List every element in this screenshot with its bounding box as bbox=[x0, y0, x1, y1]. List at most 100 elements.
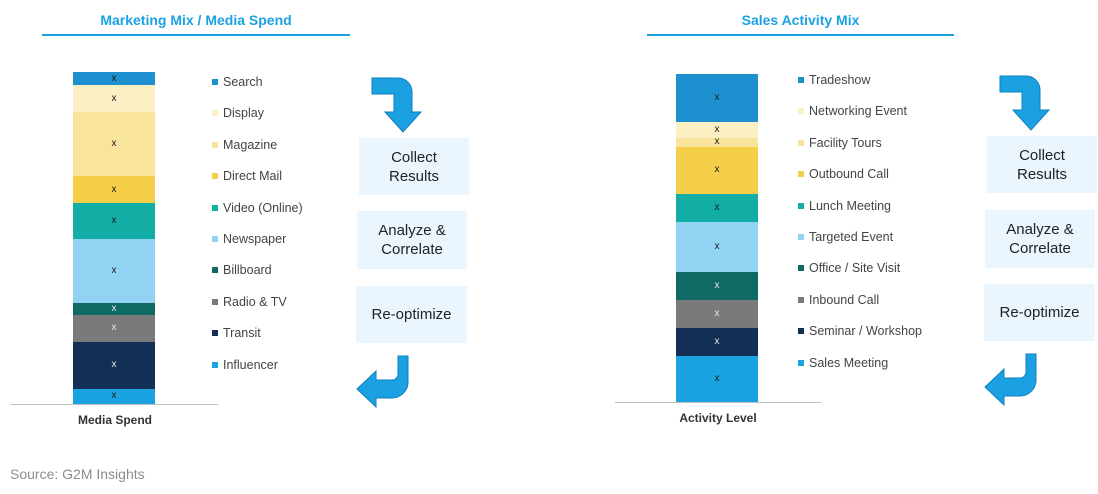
media-spend-segment: x bbox=[73, 112, 155, 177]
media-spend-segment-label: x bbox=[111, 92, 117, 104]
activity-segment-label: x bbox=[714, 335, 720, 347]
media-spend-legend-swatch bbox=[212, 330, 218, 337]
media-spend-legend-label: Direct Mail bbox=[223, 169, 283, 184]
media-spend-legend-label: Transit bbox=[223, 326, 261, 341]
media-spend-legend-label: Magazine bbox=[223, 137, 278, 152]
activity-legend-item: Facility Tours bbox=[798, 136, 882, 150]
media-spend-segment: x bbox=[73, 72, 155, 86]
activity-segment: x bbox=[676, 327, 758, 356]
activity-segment-label: x bbox=[714, 202, 720, 214]
activity-segment-label: x bbox=[714, 372, 720, 384]
media-spend-legend-label: Search bbox=[223, 75, 263, 89]
media-spend-segment-label: x bbox=[111, 215, 117, 227]
media-spend-legend-item: Billboard bbox=[212, 263, 272, 277]
media-spend-baseline bbox=[10, 404, 218, 405]
activity-segment-label: x bbox=[714, 307, 720, 319]
activity-segment: x bbox=[676, 271, 758, 300]
media-spend-segment: x bbox=[73, 176, 155, 204]
media-spend-legend-item: Video (Online) bbox=[212, 201, 303, 215]
activity-legend-label: Networking Event bbox=[809, 104, 907, 119]
media-spend-legend-swatch bbox=[212, 236, 218, 242]
activity-legend-swatch bbox=[798, 139, 804, 146]
activity-legend-item: Networking Event bbox=[798, 104, 907, 118]
activity-segment: x bbox=[676, 74, 758, 122]
media-spend-legend-label: Influencer bbox=[223, 357, 278, 372]
activity-legend-label: Outbound Call bbox=[809, 167, 889, 182]
activity-legend-item: Outbound Call bbox=[798, 167, 889, 181]
analyze-correlate-step: Analyze &Correlate bbox=[985, 210, 1095, 268]
media-spend-legend-swatch bbox=[212, 361, 218, 368]
media-spend-legend-swatch bbox=[212, 79, 218, 85]
activity-legend-item: Lunch Meeting bbox=[798, 199, 891, 213]
activity-legend-swatch bbox=[798, 328, 804, 335]
media-spend-legend-label: Radio & TV bbox=[223, 294, 287, 309]
activity-segment: x bbox=[676, 121, 758, 139]
analyze-correlate-label: Analyze &Correlate bbox=[378, 222, 446, 258]
activity-legend-label: Tradeshow bbox=[809, 73, 871, 87]
media-spend-legend-item: Direct Mail bbox=[212, 169, 282, 183]
activity-level-axis-label: Activity Level bbox=[679, 411, 757, 425]
media-spend-segment-label: x bbox=[111, 302, 117, 314]
media-spend-segment: x bbox=[73, 388, 155, 404]
activity-legend-label: Lunch Meeting bbox=[809, 198, 892, 213]
media-spend-legend-item: Magazine bbox=[212, 138, 277, 152]
activity-segment: x bbox=[676, 222, 758, 272]
activity-legend-label: Seminar / Workshop bbox=[809, 324, 923, 339]
sales-activity-title: Sales Activity Mix bbox=[647, 12, 954, 36]
source-note: Source: G2M Insights bbox=[10, 466, 145, 482]
analyze-correlate-label: Analyze &Correlate bbox=[1006, 221, 1074, 257]
curved-arrow-icon bbox=[371, 77, 423, 133]
activity-legend-label: Targeted Event bbox=[809, 230, 894, 244]
activity-legend-item: Seminar / Workshop bbox=[798, 324, 922, 338]
media-spend-legend-swatch bbox=[212, 298, 218, 305]
activity-segment-label: x bbox=[714, 136, 720, 148]
re-optimize-step: Re-optimize bbox=[356, 286, 467, 343]
curved-arrow-icon bbox=[356, 355, 409, 409]
activity-legend-label: Facility Tours bbox=[809, 135, 882, 150]
analyze-correlate-step: Analyze &Correlate bbox=[357, 211, 467, 269]
media-spend-legend-swatch bbox=[212, 141, 218, 148]
media-spend-segment-label: x bbox=[111, 322, 117, 334]
media-spend-legend-swatch bbox=[212, 110, 218, 117]
media-spend-legend-label: Newspaper bbox=[223, 232, 287, 246]
media-spend-segment-label: x bbox=[111, 138, 117, 150]
re-optimize-label: Re-optimize bbox=[371, 306, 452, 323]
media-spend-legend-label: Video (Online) bbox=[223, 200, 303, 215]
activity-legend-swatch bbox=[798, 359, 804, 366]
media-spend-legend-swatch bbox=[212, 173, 218, 180]
media-spend-legend-item: Newspaper bbox=[212, 232, 286, 246]
activity-segment: x bbox=[676, 299, 758, 328]
media-spend-segment: x bbox=[73, 302, 155, 315]
activity-legend-label: Sales Meeting bbox=[809, 355, 889, 370]
media-spend-legend-item: Display bbox=[212, 106, 264, 120]
activity-segment-label: x bbox=[714, 124, 720, 136]
activity-legend-swatch bbox=[798, 202, 804, 209]
media-spend-legend-label: Billboard bbox=[223, 263, 272, 278]
curved-arrow-icon bbox=[984, 353, 1037, 407]
media-spend-segment-label: x bbox=[111, 183, 117, 195]
marketing-mix-title: Marketing Mix / Media Spend bbox=[42, 12, 350, 36]
activity-legend-item: Sales Meeting bbox=[798, 356, 888, 370]
activity-legend-swatch bbox=[798, 296, 804, 303]
media-spend-axis-label: Media Spend bbox=[77, 413, 152, 427]
media-spend-legend-item: Influencer bbox=[212, 358, 278, 372]
media-spend-segment: x bbox=[73, 341, 155, 389]
media-spend-segment-label: x bbox=[111, 390, 117, 402]
media-spend-legend-label: Display bbox=[223, 106, 264, 121]
curved-arrow-icon bbox=[999, 75, 1051, 131]
activity-level-baseline bbox=[615, 402, 821, 403]
media-spend-segment-label: x bbox=[111, 264, 117, 276]
media-spend-legend-swatch bbox=[212, 204, 218, 211]
activity-legend-item: Office / Site Visit bbox=[798, 261, 900, 275]
activity-segment: x bbox=[676, 146, 758, 195]
activity-legend-label: Inbound Call bbox=[809, 292, 880, 307]
activity-segment-label: x bbox=[714, 279, 720, 291]
activity-legend-swatch bbox=[798, 234, 804, 240]
activity-segment-label: x bbox=[714, 241, 720, 253]
activity-legend-label: Office / Site Visit bbox=[809, 261, 901, 276]
activity-legend-item: Inbound Call bbox=[798, 293, 879, 307]
media-spend-segment-label: x bbox=[111, 359, 117, 371]
